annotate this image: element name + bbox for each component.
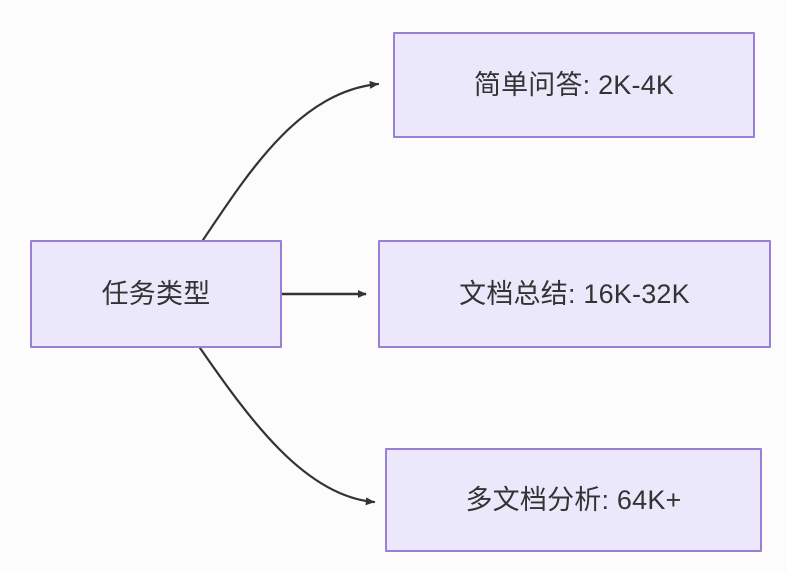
node-multi-doc-analysis[interactable]: 多文档分析: 64K+ <box>385 448 762 552</box>
node-multi-doc-analysis-label: 多文档分析: 64K+ <box>465 484 682 515</box>
node-doc-summary[interactable]: 文档总结: 16K-32K <box>378 240 771 348</box>
node-task-type[interactable]: 任务类型 <box>30 240 282 348</box>
edge-source-to-multi <box>198 346 376 506</box>
node-doc-summary-label: 文档总结: 16K-32K <box>459 278 690 309</box>
node-simple-qa-label: 简单问答: 2K-4K <box>473 69 675 100</box>
node-simple-qa[interactable]: 简单问答: 2K-4K <box>393 32 755 138</box>
edge-source-to-simple <box>201 80 380 242</box>
node-task-type-label: 任务类型 <box>101 278 211 309</box>
